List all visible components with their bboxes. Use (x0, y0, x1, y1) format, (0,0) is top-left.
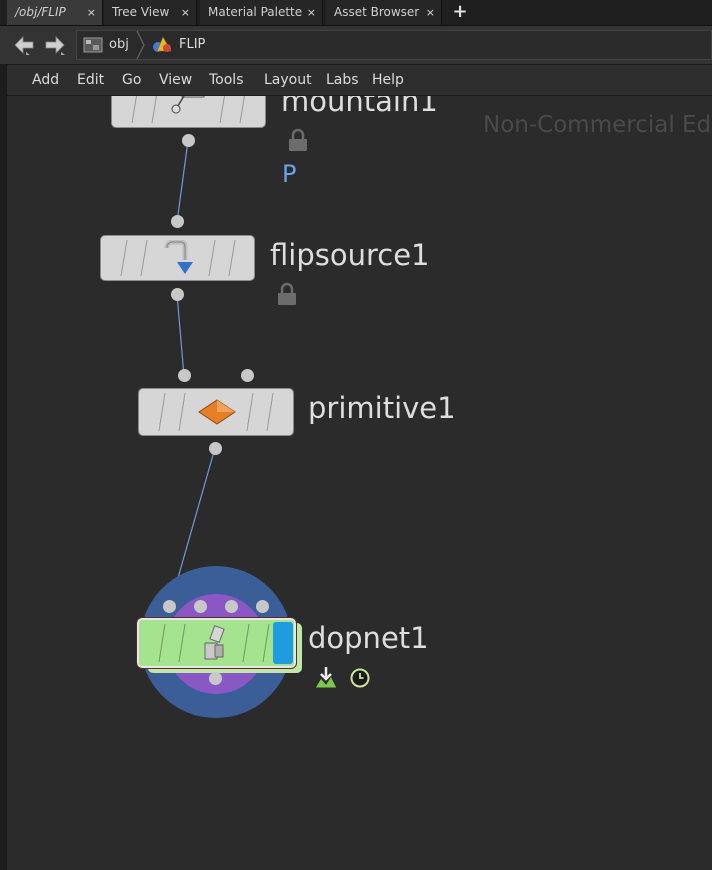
export-icon[interactable] (313, 666, 339, 690)
tab-close-icon[interactable]: × (86, 6, 96, 19)
tab-obj-flip[interactable]: /obj/FLIP × (7, 0, 103, 25)
node-body-stripes (131, 96, 246, 124)
tab-label: Asset Browser (334, 5, 420, 19)
input-port[interactable] (256, 600, 269, 613)
dopnet-icon (204, 625, 225, 660)
lock-icon[interactable] (276, 282, 298, 306)
menu-view[interactable]: View (159, 72, 193, 88)
node-dopnet1[interactable] (136, 617, 297, 669)
menu-help[interactable]: Help (372, 72, 404, 88)
node-label-dopnet1[interactable]: dopnet1 (308, 621, 429, 655)
menu-labs[interactable]: Labs (326, 72, 359, 88)
input-port[interactable] (171, 215, 184, 228)
tab-close-icon[interactable]: × (306, 6, 316, 19)
node-body-stripes (158, 392, 274, 432)
pane-left-strip (0, 65, 7, 870)
node-mountain1[interactable] (111, 96, 266, 128)
path-bar: obj FLIP (0, 26, 712, 65)
lock-icon[interactable] (287, 128, 309, 152)
breadcrumb: obj FLIP (76, 30, 712, 60)
input-port[interactable] (194, 600, 207, 613)
node-label-mountain1[interactable]: mountain1 (281, 96, 438, 118)
input-port[interactable] (241, 369, 254, 382)
forward-arrow-icon[interactable] (44, 34, 66, 56)
flipsource-icon (164, 240, 193, 274)
breadcrumb-separator-icon (136, 31, 145, 59)
menu-bar: Add Edit Go View Tools Layout Labs Help (7, 65, 712, 96)
tab-label: /obj/FLIP (15, 5, 66, 19)
add-tab-icon[interactable]: + (452, 1, 468, 22)
node-flipsource1[interactable] (100, 235, 255, 281)
primitive-diamond-icon (198, 399, 236, 425)
node-wires (169, 140, 216, 607)
wire-flipsource-primitive (176, 293, 185, 377)
node-primitive1[interactable] (138, 388, 294, 436)
input-port[interactable] (163, 600, 176, 613)
tab-label: Material Palette (208, 5, 303, 19)
output-port[interactable] (209, 672, 222, 685)
tab-close-icon[interactable]: × (425, 6, 435, 19)
node-label-flipsource1[interactable]: flipsource1 (270, 238, 430, 272)
output-port[interactable] (182, 134, 195, 147)
display-flag (273, 622, 293, 664)
flip-geometry-icon (153, 36, 172, 52)
obj-context-icon (83, 37, 103, 53)
tab-bar: /obj/FLIP × Tree View × Material Palette… (0, 0, 712, 26)
menu-tools[interactable]: Tools (209, 72, 244, 88)
mountain-icon (171, 96, 205, 114)
back-arrow-icon[interactable] (13, 34, 35, 56)
non-commercial-watermark: Non-Commercial Ed (483, 112, 712, 138)
crumb-obj[interactable]: obj (109, 37, 129, 52)
menu-go[interactable]: Go (122, 72, 142, 88)
node-label-primitive1[interactable]: primitive1 (308, 391, 456, 425)
tab-tree-view[interactable]: Tree View × (104, 0, 197, 25)
crumb-flip[interactable]: FLIP (179, 37, 206, 52)
input-port[interactable] (178, 369, 191, 382)
node-flag-p[interactable]: P (282, 160, 297, 188)
network-editor[interactable]: Non-Commercial Ed mountain1 P (7, 96, 712, 870)
tab-close-icon[interactable]: × (180, 6, 190, 19)
tab-material-palette[interactable]: Material Palette × (200, 0, 323, 25)
input-port[interactable] (225, 600, 238, 613)
node-body-stripes (120, 239, 236, 277)
menu-add[interactable]: Add (32, 72, 60, 88)
tab-label: Tree View (112, 5, 170, 19)
output-port[interactable] (171, 288, 184, 301)
output-port[interactable] (209, 442, 222, 455)
wire-mountain-flipsource (176, 140, 189, 223)
node-body-stripes (158, 622, 293, 664)
clock-icon[interactable] (350, 668, 370, 688)
menu-layout[interactable]: Layout (264, 72, 312, 88)
menu-edit[interactable]: Edit (77, 72, 105, 88)
tab-asset-browser[interactable]: Asset Browser × (326, 0, 442, 25)
